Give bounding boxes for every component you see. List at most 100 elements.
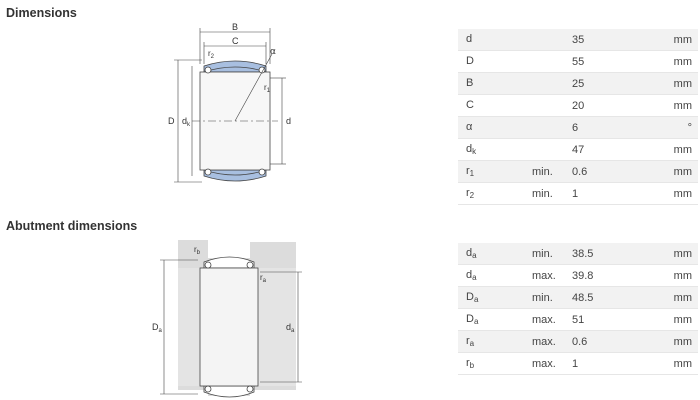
spec-value: 0.6: [572, 330, 672, 353]
spec-symbol-main: r: [466, 187, 470, 199]
seal-bottom-right: [258, 168, 266, 176]
spec-symbol-main: C: [466, 99, 474, 111]
spec-limit: max.: [532, 357, 556, 370]
spec-value: 47: [572, 143, 585, 156]
spec-value: 6: [572, 116, 672, 139]
spec-symbol-main: D: [466, 55, 474, 67]
spec-symbol-main: D: [466, 313, 474, 325]
label-alpha: α: [270, 47, 276, 57]
spec-row: C 20 mm: [458, 95, 698, 117]
spec-symbol-main: D: [466, 291, 474, 303]
spec-symbol-main: d: [466, 269, 473, 281]
abut-outer-ring-bottom: [203, 385, 255, 398]
label-da: da: [286, 322, 295, 334]
abutment-drawing: rb ra Da da: [152, 240, 302, 398]
spec-limit: [532, 29, 572, 51]
spec-symbol: d: [458, 29, 532, 51]
spec-symbol: B: [458, 72, 532, 95]
abutment-title: Abutment dimensions: [6, 219, 138, 233]
spec-limit: max.: [532, 330, 572, 353]
spec-limit: [532, 95, 572, 117]
spec-symbol: da: [458, 243, 532, 265]
outer-ring-bottom: [203, 169, 267, 182]
spec-limit: max.: [532, 313, 556, 326]
spec-symbol-main: d: [466, 33, 473, 45]
seal-top-left: [204, 66, 212, 74]
spec-limit: [532, 139, 572, 161]
spec-limit: min.: [532, 243, 572, 265]
label-D: D: [168, 116, 175, 126]
spec-limit: [532, 51, 572, 73]
spec-unit: mm: [672, 72, 698, 95]
spec-symbol: α: [458, 116, 532, 139]
spec-symbol-sub: a: [473, 317, 479, 326]
spec-symbol-sub: b: [469, 361, 475, 370]
spec-value: 39.8: [572, 269, 594, 282]
spec-symbol-sub: a: [473, 295, 479, 304]
spec-symbol-sub: a: [472, 251, 477, 260]
spec-unit: mm: [673, 187, 692, 200]
label-B: B: [232, 22, 238, 32]
spec-symbol-main: r: [466, 357, 470, 369]
label-C: C: [232, 36, 239, 46]
spec-unit: mm: [673, 269, 692, 282]
spec-symbol: rb: [458, 353, 532, 375]
label-Da: Da: [152, 322, 163, 334]
spec-value: 51: [572, 313, 585, 326]
spec-symbol-main: α: [466, 121, 473, 133]
spec-limit: max.: [532, 269, 556, 282]
spec-symbol-main: d: [466, 143, 473, 155]
label-r2: r2: [208, 49, 215, 60]
label-dk: dk: [182, 116, 191, 128]
spec-symbol-sub: k: [472, 147, 477, 156]
spec-unit: mm: [673, 55, 692, 68]
label-r1: r1: [264, 83, 271, 94]
spec-symbol: da: [458, 265, 532, 287]
spec-unit: mm: [673, 313, 692, 326]
spec-symbol: Da: [458, 286, 532, 309]
spec-symbol-main: r: [466, 335, 470, 347]
abut-inner-ring: [199, 267, 259, 387]
spec-unit: mm: [672, 330, 698, 353]
spec-symbol-sub: a: [469, 339, 475, 348]
spec-unit: mm: [673, 99, 692, 112]
bearing-dimensions-drawing: B C α r2 r1 D dk d: [168, 22, 291, 183]
label-ra: ra: [260, 273, 267, 284]
spec-value: 48.5: [572, 286, 672, 309]
spec-symbol-main: B: [466, 77, 474, 89]
spec-limit: min.: [532, 187, 553, 200]
dimensions-title: Dimensions: [6, 6, 77, 20]
spec-unit: mm: [672, 29, 698, 51]
spec-symbol-main: r: [466, 165, 470, 177]
outer-ring-top: [203, 60, 267, 73]
label-rb: rb: [194, 245, 201, 256]
spec-symbol: D: [458, 51, 532, 73]
spec-value: 35: [572, 29, 672, 51]
spec-limit: min.: [532, 160, 572, 183]
spec-symbol-sub: 1: [469, 169, 475, 178]
spec-unit: mm: [672, 160, 698, 183]
spec-value: 1: [572, 357, 579, 370]
spec-symbol: r1: [458, 160, 532, 183]
spec-unit: mm: [673, 357, 692, 370]
seal-bottom-left: [204, 168, 212, 176]
spec-symbol: Da: [458, 309, 532, 331]
spec-row: D 55 mm: [458, 51, 698, 73]
spec-value: 20: [572, 99, 585, 112]
spec-symbol-sub: 2: [469, 191, 475, 200]
spec-value: 55: [572, 55, 585, 68]
alpha-line: [234, 53, 273, 122]
